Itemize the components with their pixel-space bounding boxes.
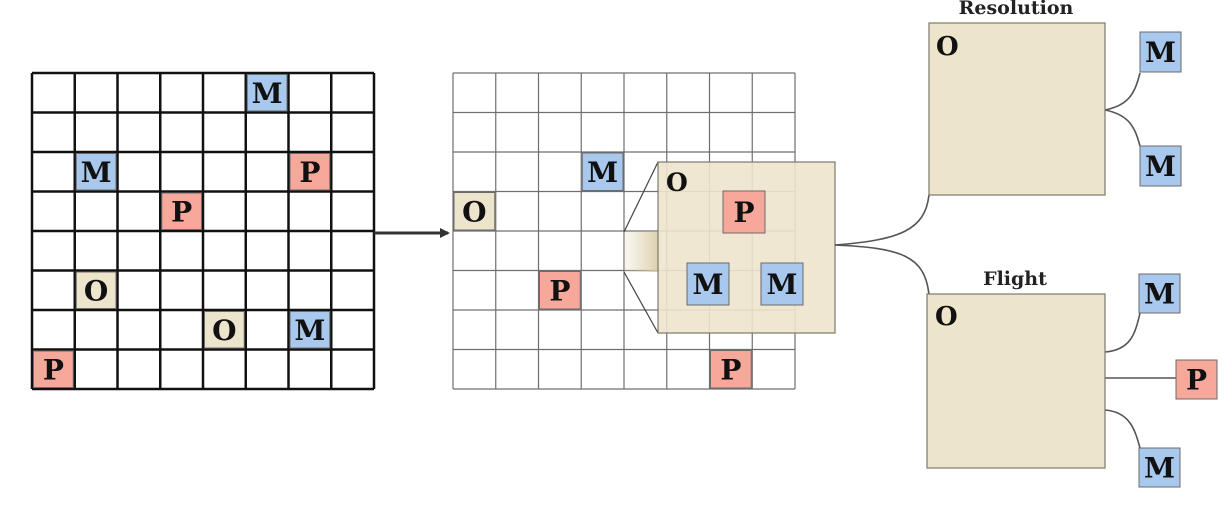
- left-grid-cell-m: M: [75, 153, 117, 191]
- resolution-item-m: M: [1139, 31, 1182, 73]
- left-grid-cell-o-label: O: [212, 314, 236, 347]
- resolution-item-m: M: [1139, 145, 1182, 187]
- middle-grid-cell-p-bg: [539, 271, 581, 310]
- middle-grid-cells: M O P P: [453, 152, 752, 389]
- resolution-item-m-bg: [1139, 145, 1182, 187]
- zoom-item-p: P: [722, 190, 766, 234]
- middle-grid-cell-p-bg: [710, 350, 752, 389]
- resolution-title: Resolution: [959, 0, 1074, 19]
- connector-to-resolution: [834, 194, 930, 246]
- flight-item-m-label: M: [1144, 278, 1175, 311]
- resolution-panel: Resolution O MM: [928, 0, 1182, 196]
- resolution-box: [928, 22, 1106, 196]
- flight-item-m-label: M: [1144, 452, 1175, 485]
- left-grid-cell-p-label: P: [43, 353, 64, 386]
- zoom-line-bottom: [623, 271, 659, 334]
- zoom-region-o-label: O: [666, 168, 688, 197]
- resolution-items: MM: [1139, 31, 1182, 187]
- middle-grid-cell-m-bg: [581, 152, 624, 191]
- flight-item-p: P: [1175, 359, 1218, 400]
- left-grid-cell-p-bg: [161, 192, 202, 230]
- flight-o-label: O: [935, 302, 958, 332]
- flight-item-m: M: [1138, 273, 1181, 314]
- middle-grid-cell-p: P: [539, 271, 581, 310]
- left-grid-cell-p-bg: [33, 350, 74, 388]
- flight-box: [926, 293, 1106, 469]
- middle-grid-cell-o-label: O: [462, 195, 486, 228]
- middle-grid-cell-p: P: [710, 350, 752, 389]
- left-grid-cell-o: O: [204, 311, 245, 349]
- zoom-item-p-label: P: [733, 196, 754, 229]
- flight-panel: Flight O M P M: [926, 268, 1218, 488]
- flight-item-p-label: P: [1186, 364, 1207, 397]
- middle-grid-cell-o-bg: [453, 192, 496, 231]
- zoom-item-m-bg: [686, 262, 730, 306]
- flight-items: M P M: [1138, 273, 1218, 488]
- left-grid-cell-o: O: [75, 271, 117, 309]
- left-grid: M M P P O O M P: [30, 71, 376, 391]
- left-grid-cell-o-bg: [75, 271, 117, 309]
- zoom-item-m: M: [686, 262, 730, 306]
- connector-flight-m1: [1104, 312, 1141, 353]
- middle-grid-cell-p-label: P: [720, 353, 741, 386]
- zoom-item-p-bg: [722, 190, 766, 234]
- zoom-item-m-label: M: [767, 268, 798, 301]
- middle-grid-cell-m-label: M: [587, 156, 618, 189]
- resolution-item-m-bg: [1139, 31, 1182, 73]
- left-grid-cell-m-label: M: [252, 77, 283, 110]
- middle-grid-cell-p-label: P: [549, 274, 570, 307]
- connector-flight-m2: [1104, 409, 1141, 449]
- left-grid-cell-p-bg: [289, 153, 331, 191]
- left-grid-cell-p: P: [289, 153, 331, 191]
- middle-grid: M O P P: [452, 72, 796, 390]
- left-grid-cell-m-label: M: [81, 156, 112, 189]
- left-grid-cell-p-label: P: [299, 156, 320, 189]
- resolution-item-m-label: M: [1145, 36, 1176, 69]
- zoom-item-m: M: [760, 262, 804, 306]
- flight-item-m-bg: [1138, 447, 1181, 488]
- left-grid-cells: M M P P O O M P: [33, 74, 331, 388]
- left-grid-cell-m-bg: [246, 74, 288, 112]
- flight-item-m-bg: [1138, 273, 1181, 314]
- left-grid-cell-o-bg: [204, 311, 245, 349]
- zoom-item-m-label: M: [693, 268, 724, 301]
- left-grid-cell-p: P: [33, 350, 74, 388]
- left-grid-cell-o-label: O: [84, 274, 108, 307]
- flight-title: Flight: [983, 268, 1047, 290]
- flight-item-p-bg: [1175, 359, 1218, 400]
- left-grid-cell-m-label: M: [294, 314, 325, 347]
- left-grid-cell-p: P: [161, 192, 202, 230]
- zoom-items: P M M: [686, 190, 804, 306]
- zoom-region-group: O P M M: [623, 161, 836, 334]
- resolution-item-m-label: M: [1145, 150, 1176, 183]
- zoom-line-top: [623, 161, 659, 233]
- left-grid-cell-p-label: P: [171, 195, 192, 228]
- zoom-item-m-bg: [760, 262, 804, 306]
- resolution-o-label: O: [936, 32, 959, 62]
- left-grid-cell-m-bg: [289, 311, 331, 349]
- zoom-beam: [624, 232, 658, 272]
- flight-item-m: M: [1138, 447, 1181, 488]
- connector-resolution-m2: [1104, 109, 1141, 147]
- connectors: [834, 72, 1176, 449]
- middle-grid-cell-o: O: [453, 192, 496, 231]
- connector-resolution-m1: [1104, 72, 1141, 111]
- left-grid-cell-m: M: [289, 311, 331, 349]
- left-grid-cell-m-bg: [75, 153, 117, 191]
- middle-grid-cell-m: M: [581, 152, 624, 191]
- left-grid-cell-m: M: [246, 74, 288, 112]
- left-grid-lines: [30, 71, 376, 391]
- connector-to-flight: [834, 244, 930, 296]
